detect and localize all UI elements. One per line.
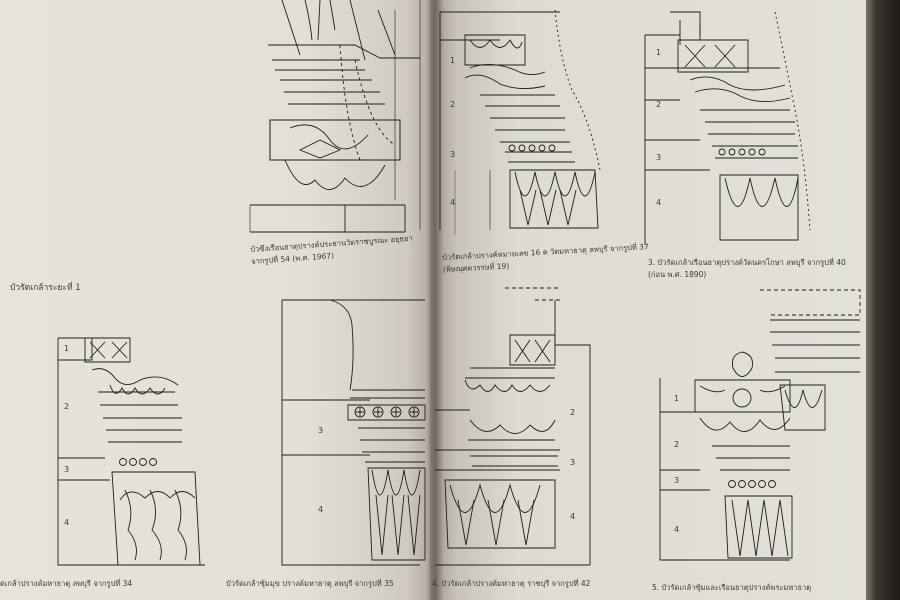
section-heading: บัวรัดเกล้าระยะที่ 1	[10, 283, 81, 293]
caption-bottom-2: บัวรัดเกล้าซุ้มมุข ปรางค์มหาธาตุ ลพบุรี …	[226, 579, 394, 588]
drawing-top-left	[250, 0, 421, 233]
row-number-1-topright: 1	[656, 48, 662, 57]
row-number-4: 4	[64, 518, 70, 527]
drawing-bottom-left	[57, 337, 205, 566]
row-number-3-right: 3	[674, 476, 680, 485]
row-number-2-right: 2	[674, 440, 680, 449]
row-number-2-midright: 2	[570, 408, 576, 417]
row-number-1: 1	[64, 344, 70, 353]
drawing-top-mid	[439, 9, 601, 230]
drawing-top-right	[644, 11, 811, 245]
caption-bottom-4: 5. บัวรัดเกล้าซุ้มและเรือนธาตุปรางค์พระม…	[652, 583, 812, 592]
row-number-3-midleft: 3	[318, 426, 324, 435]
row-number-4-midleft: 4	[318, 505, 324, 514]
caption-bottom-1: ัดเกล้าปรางค์มหาธาตุ ลพบุรี จากรูปที่ 34	[0, 579, 133, 588]
row-number-3: 3	[64, 465, 70, 474]
row-number-2-topmid: 2	[450, 100, 456, 109]
caption-top-right-line2: (ก่อน พ.ศ. 1890)	[648, 270, 707, 279]
caption-bottom-3: 4. บัวรัดเกล้าปรางค์มหาธาตุ ราชบุรี จากร…	[432, 579, 591, 588]
row-number-2-topright: 2	[656, 100, 662, 109]
caption-top-right-line1: 3. บัวรัดเกล้าเรือนธาตุปรางค์วัดนครโกษา …	[648, 258, 846, 267]
row-number-3-topright: 3	[656, 153, 662, 162]
row-number-4-topmid: 4	[450, 198, 456, 207]
row-number-3-midright: 3	[570, 458, 576, 467]
drawing-bottom-midleft	[281, 299, 426, 566]
row-number-2: 2	[64, 402, 70, 411]
row-number-4-right: 4	[674, 525, 680, 534]
row-number-4-topright: 4	[656, 198, 662, 207]
row-number-4-midright: 4	[570, 512, 576, 521]
caption-top-right: 3. บัวรัดเกล้าเรือนธาตุปรางค์วัดนครโกษา …	[648, 257, 846, 281]
row-number-1-right: 1	[674, 394, 680, 403]
row-number-1-topmid: 1	[450, 56, 456, 65]
row-number-3-topmid: 3	[450, 150, 456, 159]
drawing-bottom-midright	[435, 287, 591, 566]
book-cover-edge	[866, 0, 900, 600]
drawing-bottom-right	[659, 289, 861, 561]
